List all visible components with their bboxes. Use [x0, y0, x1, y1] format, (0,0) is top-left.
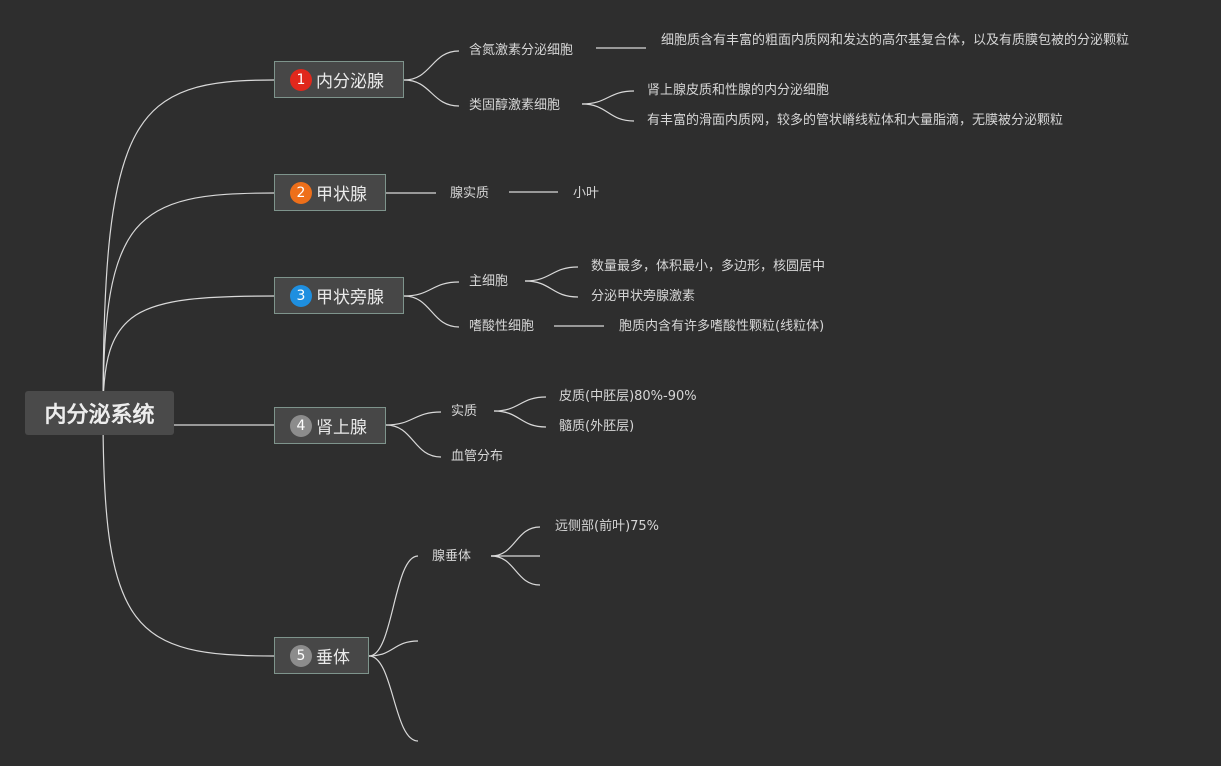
link-b3-c1-d2 [524, 280, 579, 298]
root-link-2 [102, 192, 275, 414]
detail-pars-distalis[interactable]: 远侧部(前叶)75% [555, 519, 660, 534]
detail-nitrogen-hormone-cell[interactable]: 细胞质含有丰富的粗面内质网和发达的高尔基复合体，以及有质膜包被的分泌颗粒 [661, 33, 1130, 48]
branch-label: 垂体 [316, 648, 350, 668]
number-badge-4: 4 [290, 414, 312, 437]
subtopic-parenchyma[interactable]: 腺实质 [450, 186, 490, 201]
branch-label: 甲状腺 [316, 185, 367, 205]
subtopic-blood-supply[interactable]: 血管分布 [451, 449, 504, 464]
root-link-5 [102, 412, 275, 657]
link-b3-c1-d1 [524, 266, 579, 282]
link-b3-c2 [403, 295, 460, 328]
link-b1-c2-d2 [581, 103, 635, 122]
root-node[interactable]: 内分泌系统 [25, 391, 174, 435]
link-b5-c1-d1 [490, 526, 541, 557]
number-badge-5: 5 [290, 644, 312, 667]
link-b5-c1 [368, 555, 419, 657]
detail-medulla[interactable]: 髓质(外胚层) [559, 419, 635, 434]
branch-label: 内分泌腺 [316, 72, 384, 92]
link-b4-c2 [385, 424, 442, 458]
link-b1-c2-d1 [581, 90, 635, 105]
detail-oxyphil-cell[interactable]: 胞质内含有许多嗜酸性颗粒(线粒体) [619, 319, 825, 334]
branch-label: 甲状旁腺 [316, 288, 384, 308]
subtopic-adrenal-parenchyma[interactable]: 实质 [451, 404, 478, 419]
link-b4-c1-d2 [493, 410, 547, 428]
link-b5-c1-d3 [490, 555, 541, 586]
branch-node-pituitary[interactable]: 5 垂体 [274, 637, 369, 674]
link-b4-c1 [385, 411, 442, 426]
branch-node-parathyroid[interactable]: 3 甲状旁腺 [274, 277, 404, 314]
detail-chief-cell-1[interactable]: 数量最多，体积最小，多边形，核圆居中 [591, 259, 826, 274]
subtopic-steroid-hormone-cell[interactable]: 类固醇激素细胞 [469, 98, 561, 113]
link-b1-c2 [403, 79, 460, 107]
link-b3-c1 [403, 281, 460, 297]
detail-chief-cell-2[interactable]: 分泌甲状旁腺激素 [591, 289, 696, 304]
detail-steroid-cell-1[interactable]: 肾上腺皮质和性腺的内分泌细胞 [647, 83, 830, 98]
root-link-1 [102, 79, 275, 414]
link-b1-c1 [403, 50, 460, 81]
branch-node-endocrine-gland[interactable]: 1 内分泌腺 [274, 61, 404, 98]
branch-label: 肾上腺 [316, 418, 367, 438]
subtopic-nitrogen-hormone-cell[interactable]: 含氮激素分泌细胞 [469, 43, 574, 58]
subtopic-adenohypophysis[interactable]: 腺垂体 [432, 549, 472, 564]
subtopic-oxyphil-cell[interactable]: 嗜酸性细胞 [469, 319, 535, 334]
link-b5-c2 [368, 640, 419, 657]
detail-steroid-cell-2[interactable]: 有丰富的滑面内质网，较多的管状嵴线粒体和大量脂滴，无膜被分泌颗粒 [647, 113, 1064, 128]
root-link-3 [102, 295, 275, 414]
link-b4-c1-d1 [493, 396, 547, 412]
subtopic-chief-cell[interactable]: 主细胞 [469, 274, 509, 289]
link-b5-c3 [368, 655, 419, 742]
number-badge-1: 1 [290, 68, 312, 91]
root-label: 内分泌系统 [44, 403, 155, 428]
detail-lobule[interactable]: 小叶 [573, 186, 600, 201]
branch-node-adrenal[interactable]: 4 肾上腺 [274, 407, 386, 444]
number-badge-3: 3 [290, 284, 312, 307]
branch-node-thyroid[interactable]: 2 甲状腺 [274, 174, 386, 211]
number-badge-2: 2 [290, 181, 312, 204]
detail-cortex[interactable]: 皮质(中胚层)80%-90% [559, 389, 697, 404]
